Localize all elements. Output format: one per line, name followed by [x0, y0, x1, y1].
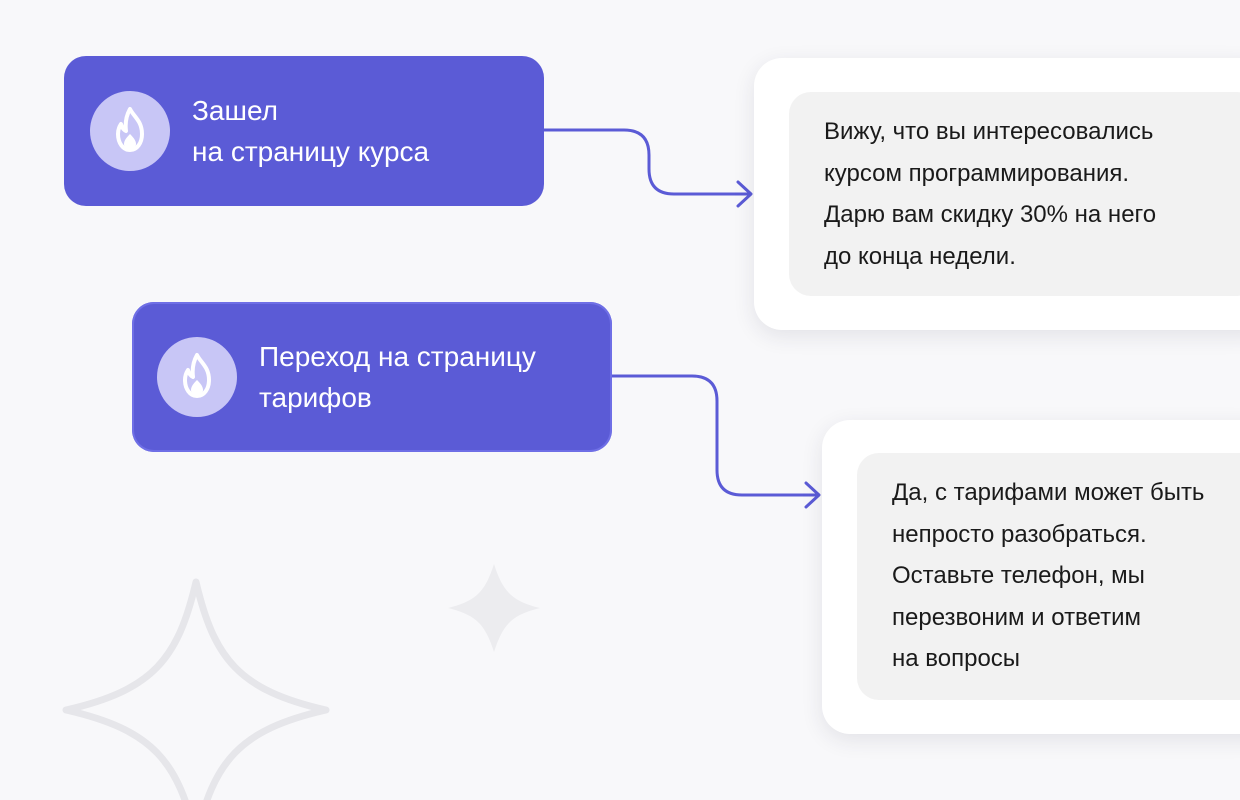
- flame-icon: [116, 107, 144, 152]
- message-bubble: Вижу, что вы интересовались курсом прогр…: [789, 92, 1240, 296]
- trigger-icon-badge: [157, 337, 237, 417]
- message-line: Дарю вам скидку 30% на него: [824, 201, 1157, 228]
- trigger-label: Переход на страницу тарифов: [259, 336, 536, 418]
- message-bubble: Да, с тарифами может быть непросто разоб…: [857, 453, 1240, 700]
- message-line: до конца недели.: [824, 242, 1016, 270]
- message-line: Оставьте телефон, мы: [892, 562, 1145, 589]
- message-card-discount[interactable]: Вижу, что вы интересовались курсом прогр…: [754, 58, 1240, 330]
- flame-icon: [183, 353, 211, 398]
- message-line: перезвоним и ответим: [892, 603, 1141, 631]
- message-line: курсом программирования.: [824, 159, 1130, 187]
- connector-arrow-1: [542, 128, 752, 196]
- arrowhead-2: [804, 481, 821, 509]
- trigger-block-pricing-page[interactable]: Переход на страницу тарифов: [132, 302, 612, 452]
- message-card-pricing-help[interactable]: Да, с тарифами может быть непросто разоб…: [822, 420, 1240, 734]
- trigger-label-line: тарифов: [259, 382, 372, 413]
- message-line: Вижу, что вы интересовались: [824, 118, 1154, 145]
- trigger-block-course-page[interactable]: Зашел на страницу курса: [64, 56, 544, 206]
- message-line: на вопросы: [892, 645, 1021, 672]
- message-line: непросто разобраться.: [892, 520, 1147, 548]
- trigger-label: Зашел на страницу курса: [192, 90, 429, 172]
- trigger-label-line: Переход на страницу: [259, 341, 536, 372]
- connector-arrow-2: [610, 374, 820, 497]
- trigger-icon-badge: [90, 91, 170, 171]
- sparkle-outline-icon: [62, 578, 330, 800]
- trigger-label-line: на страницу курса: [192, 136, 430, 167]
- trigger-label-line: Зашел: [192, 95, 278, 126]
- sparkle-filled-icon: [448, 564, 540, 652]
- arrowhead-1: [736, 180, 753, 208]
- message-line: Да, с тарифами может быть: [892, 479, 1205, 506]
